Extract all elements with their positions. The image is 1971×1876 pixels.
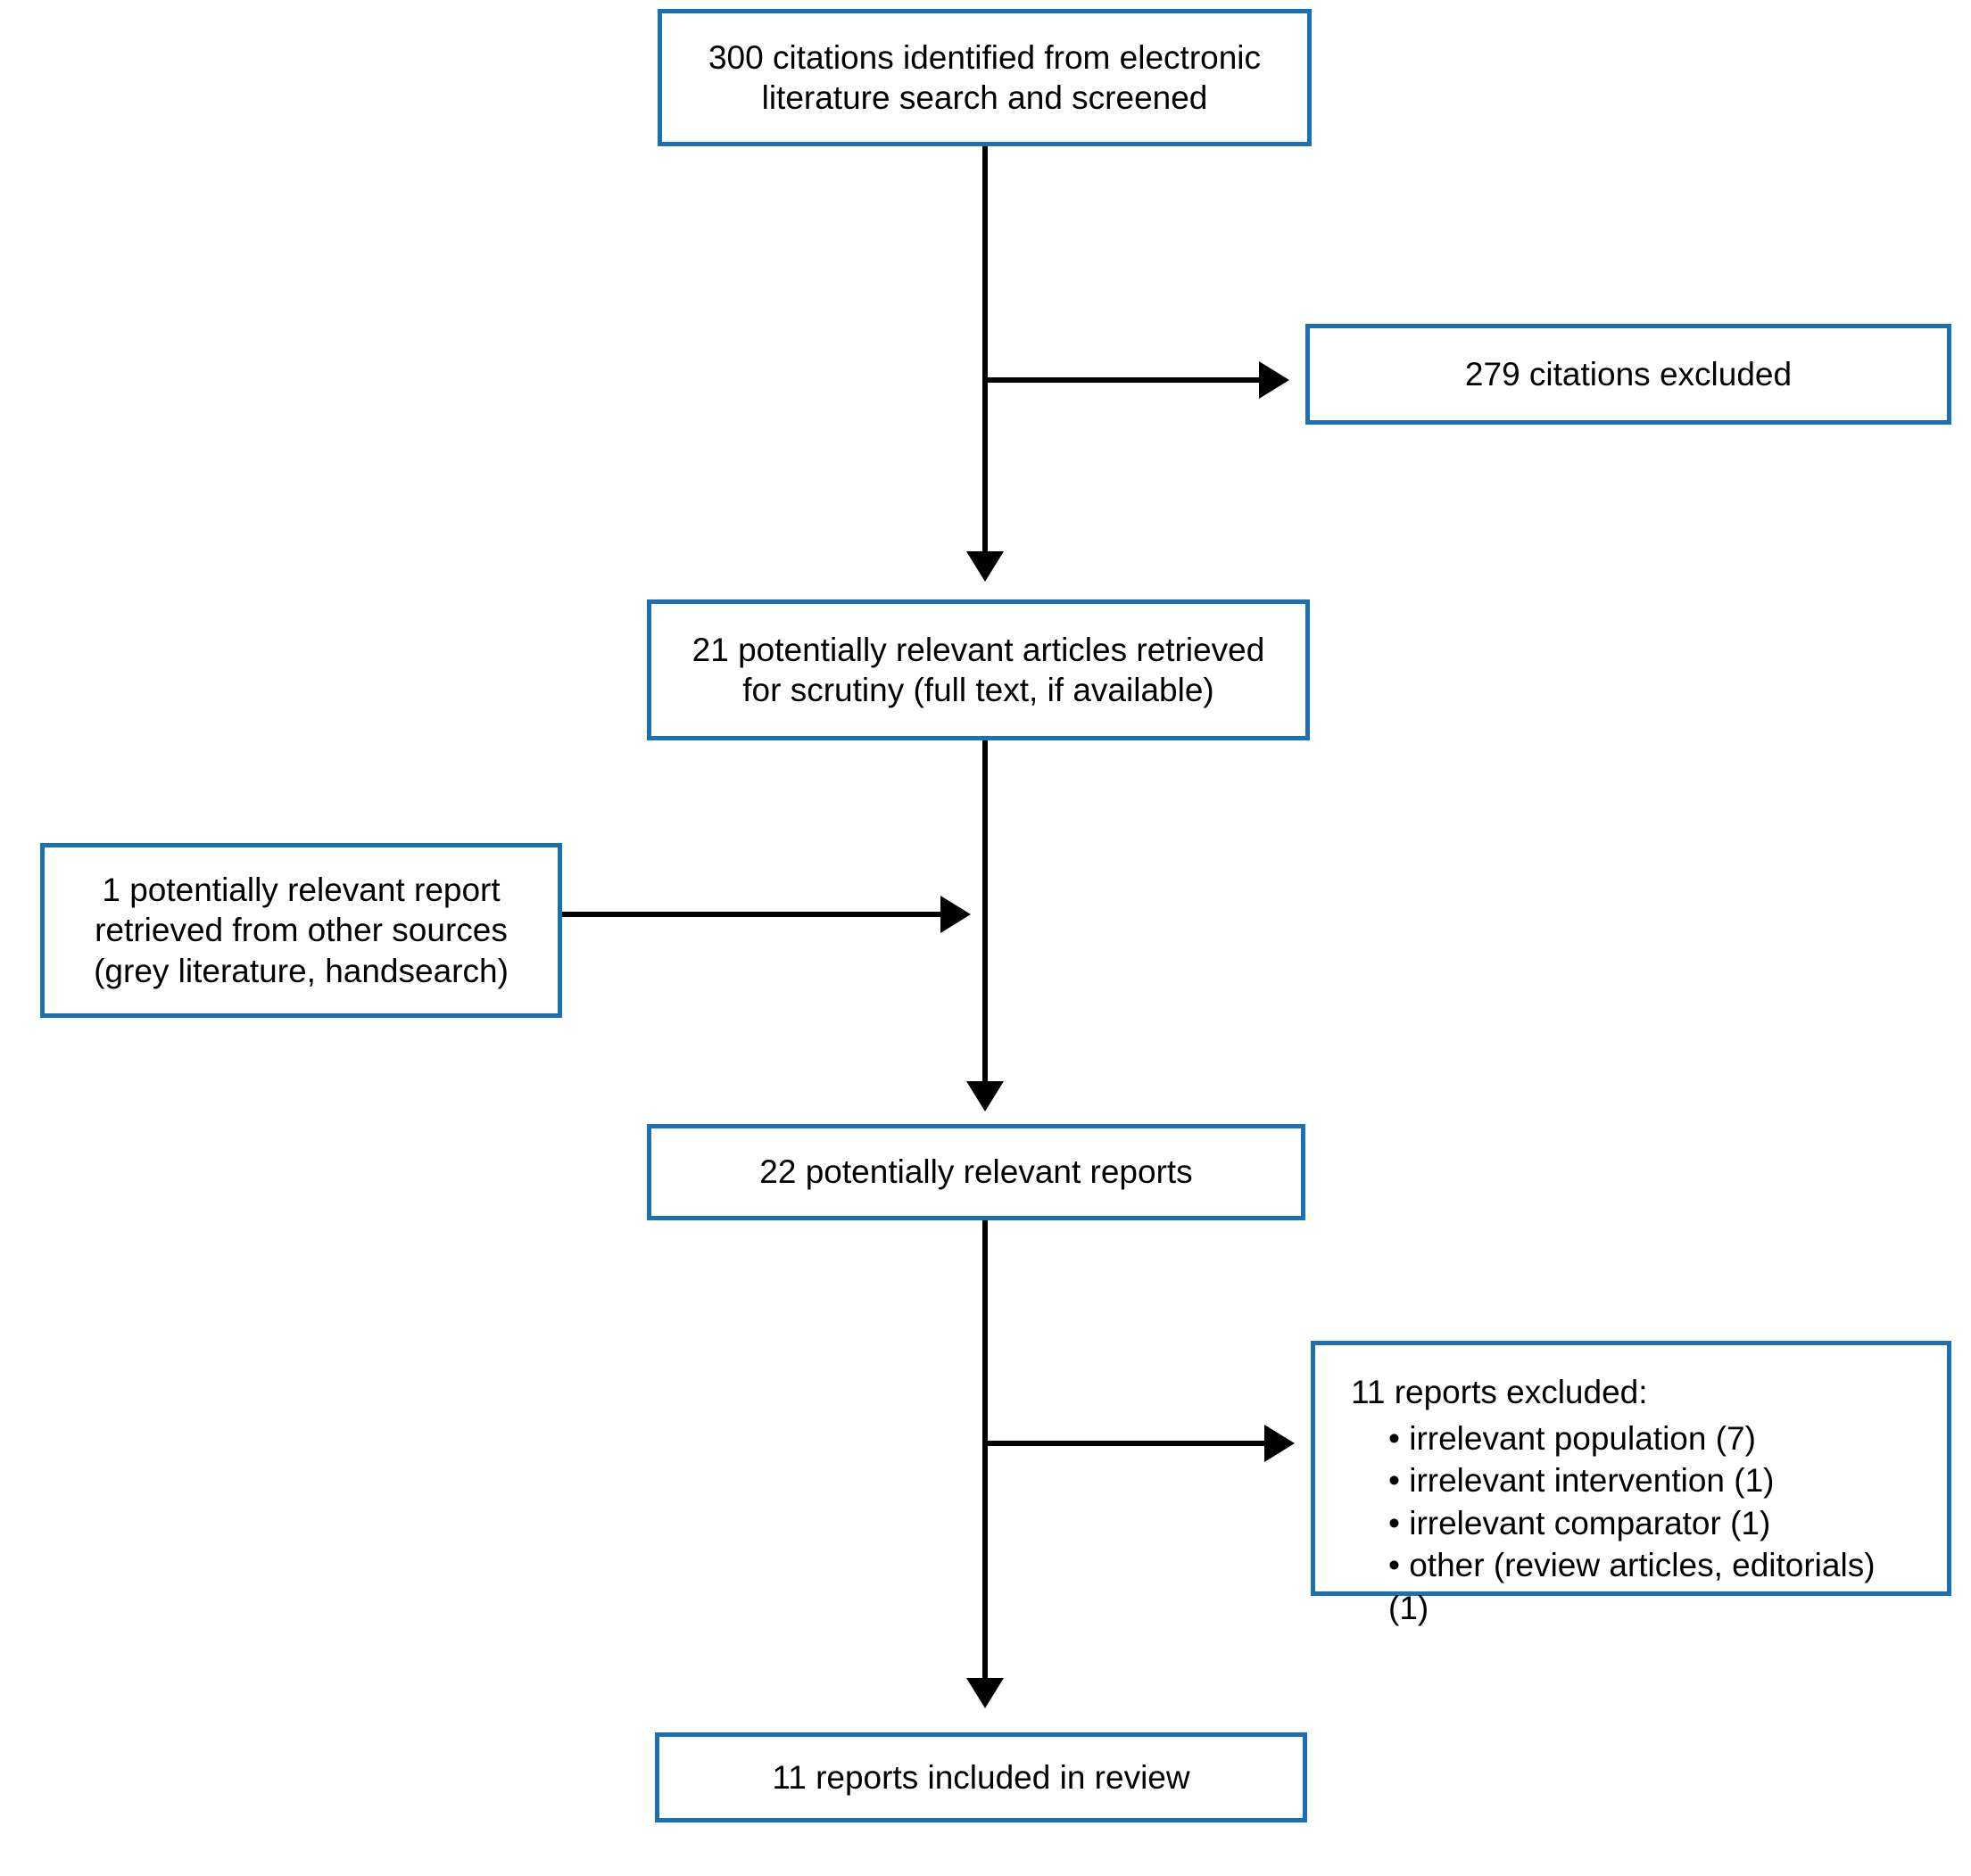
arrow-retrieved-to-potentially-relevant (966, 740, 1004, 1112)
potentially-relevant-reports-text: 22 potentially relevant reports (759, 1153, 1193, 1191)
citations-excluded-text: 279 citations excluded (1464, 355, 1793, 393)
other-sources-report-text: 1 potentially relevant report retrieved … (94, 872, 509, 989)
articles-retrieved-text: 21 potentially relevant articles retriev… (692, 631, 1265, 708)
exclusion-reason-other: other (review articles, editorials) (1) (1388, 1544, 1920, 1629)
arrow-identified-to-retrieved (966, 146, 1004, 582)
box-reports-excluded: 11 reports excluded: irrelevant populati… (1311, 1341, 1951, 1626)
arrow-to-excluded-reports (982, 1425, 1295, 1462)
reports-excluded-heading: 11 reports excluded: (1351, 1374, 1648, 1410)
box-citations-excluded: 279 citations excluded (1305, 324, 1951, 425)
box-potentially-relevant-reports: 22 potentially relevant reports (647, 1124, 1305, 1220)
box-reports-included: 11 reports included in review (655, 1732, 1307, 1822)
arrow-other-sources-to-main (562, 896, 971, 933)
exclusion-reason-comparator: irrelevant comparator (1) (1388, 1502, 1920, 1544)
reports-excluded-list: irrelevant population (7) irrelevant int… (1351, 1417, 1920, 1629)
reports-included-text: 11 reports included in review (772, 1758, 1190, 1796)
exclusion-reason-population: irrelevant population (7) (1388, 1417, 1920, 1459)
box-other-sources-report: 1 potentially relevant report retrieved … (40, 843, 562, 1018)
box-articles-retrieved: 21 potentially relevant articles retriev… (647, 599, 1310, 740)
exclusion-reason-intervention: irrelevant intervention (1) (1388, 1459, 1920, 1501)
arrow-potentially-relevant-to-included (966, 1220, 1004, 1708)
box-citations-identified: 300 citations identified from electronic… (658, 9, 1312, 146)
citations-identified-text: 300 citations identified from electronic… (708, 38, 1262, 116)
arrow-to-excluded-citations (982, 361, 1289, 399)
